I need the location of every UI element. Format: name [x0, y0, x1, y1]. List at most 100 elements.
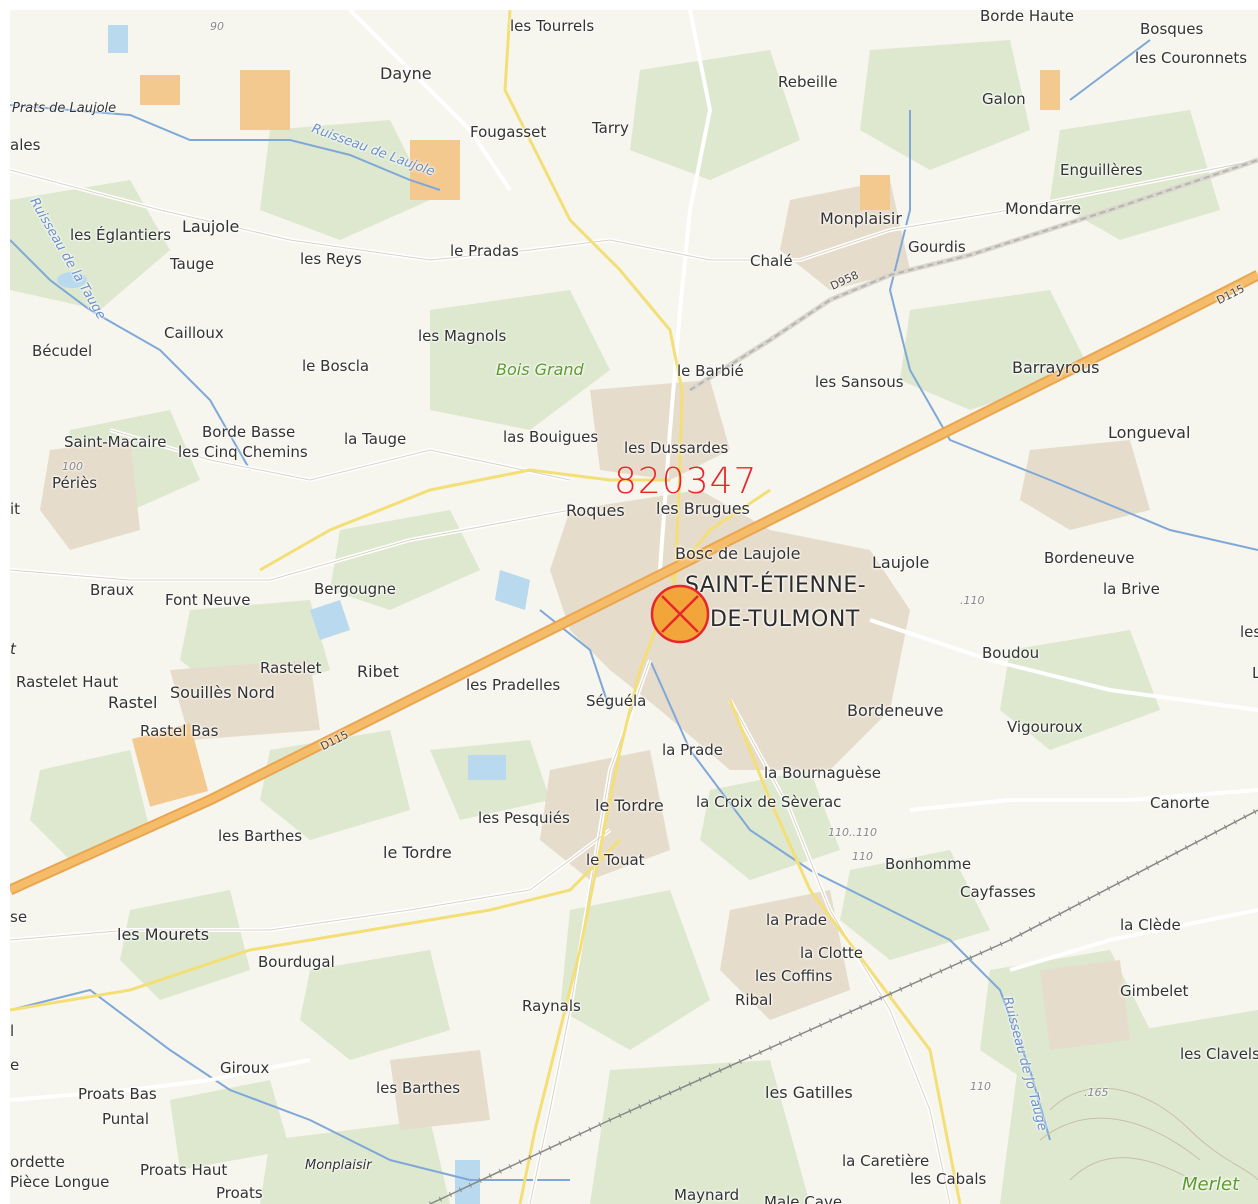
place-label: Monplaisir	[305, 1158, 372, 1173]
place-label: les Tourrels	[510, 17, 595, 35]
place-label: Laujole	[182, 217, 240, 236]
place-label: las Bouigues	[503, 428, 599, 446]
place-label: les Clavels	[1180, 1045, 1258, 1063]
place-label: Enguillères	[1060, 161, 1143, 179]
place-label: Braux	[90, 581, 135, 599]
place-label: Tauge	[170, 255, 215, 273]
altitude-label: 90	[210, 20, 224, 33]
d115-road	[10, 271, 1258, 894]
place-label: Galon	[982, 90, 1026, 108]
place-label: ordette	[10, 1153, 65, 1171]
place-label: la Croix de Sèverac	[696, 793, 842, 811]
place-label: Ribal	[735, 991, 773, 1009]
forest-label: Bois Grand	[496, 360, 584, 379]
place-label: les Barthes	[218, 827, 303, 845]
place-label: Ribet	[357, 662, 399, 681]
place-label: l	[10, 1022, 15, 1040]
place-label: la Prade	[766, 911, 828, 929]
place-label: Bosc de Laujole	[675, 544, 801, 563]
map-base-layer	[10, 10, 1258, 1204]
place-label: le Tordre	[383, 843, 452, 862]
place-label: Barrayrous	[1012, 358, 1100, 377]
place-label: la Clède	[1120, 916, 1181, 934]
place-label: Chalé	[750, 252, 793, 270]
marker-cross-line	[661, 595, 699, 633]
place-label: Bordeneuve	[1044, 549, 1135, 567]
place-label: Souillès Nord	[170, 683, 275, 702]
place-label: la Bournaguèse	[764, 764, 882, 782]
place-label: Male Cave	[764, 1193, 843, 1204]
town-name-line2: DE-TULMONT	[710, 607, 860, 632]
place-label: Bécudel	[32, 342, 93, 360]
altitude-label: 110	[970, 1080, 991, 1093]
place-label: les Gatilles	[765, 1083, 853, 1102]
forest-label: Merlet	[1182, 1174, 1240, 1195]
place-label: les Mourets	[117, 925, 210, 944]
place-label: Proats Bas	[78, 1085, 157, 1103]
place-label: les Dussardes	[624, 439, 729, 457]
place-label: les Brugues	[656, 499, 750, 518]
place-label: Monplaisir	[820, 209, 902, 228]
place-label: t	[10, 640, 16, 658]
altitude-label: .165	[1084, 1086, 1109, 1099]
place-label: Maynard	[674, 1186, 740, 1204]
place-label: les Églantiers	[70, 226, 172, 244]
place-label: ales	[10, 136, 41, 154]
place-label: e	[10, 1056, 20, 1074]
terrain-contours	[1039, 1087, 1258, 1191]
altitude-label: 100	[62, 460, 83, 473]
place-label: le Boscla	[302, 357, 370, 375]
place-label: la Prade	[662, 741, 724, 759]
place-label: Bordeneuve	[847, 701, 944, 720]
place-label: la Brive	[1103, 580, 1160, 598]
place-label: le Pradas	[450, 242, 519, 260]
place-label: Rastelet	[260, 659, 322, 677]
place-label: le Touat	[586, 851, 645, 869]
place-label: Gourdis	[908, 238, 966, 256]
altitude-label: 110	[852, 850, 873, 863]
place-label: Gimbelet	[1120, 982, 1189, 1000]
place-label: Bonhomme	[885, 855, 972, 873]
town-name-line1: SAINT-ÉTIENNE-	[685, 573, 867, 598]
place-label: le Tordre	[595, 796, 664, 815]
location-marker[interactable]	[648, 582, 712, 646]
vegetation-areas	[10, 40, 1258, 1204]
place-label: Roques	[566, 501, 625, 520]
place-label: Rastelet Haut	[16, 673, 119, 691]
place-label: Bourdugal	[258, 953, 335, 971]
place-label: Borde Haute	[980, 10, 1074, 25]
orange-zones	[131, 70, 1060, 807]
place-label: les Magnols	[418, 327, 507, 345]
place-label: les Pesquiés	[478, 809, 570, 827]
map-canvas[interactable]: les Tourrels Borde Haute Bosques les Cou…	[10, 10, 1258, 1204]
place-label: Dayne	[380, 64, 432, 83]
place-label: Vigouroux	[1007, 718, 1083, 736]
d958-road-dash	[689, 159, 1258, 391]
place-label: Rastel Bas	[140, 722, 219, 740]
place-label: Canorte	[1150, 794, 1210, 812]
place-label: Séguéla	[586, 692, 647, 710]
place-label: Cayfasses	[960, 883, 1036, 901]
place-label: les Barthes	[376, 1079, 461, 1097]
place-label: Raynals	[522, 997, 581, 1015]
place-label: les Sansous	[815, 373, 904, 391]
marker-id-label: 820347	[614, 461, 758, 502]
place-label: Mondarre	[1005, 199, 1082, 218]
place-label: se	[10, 908, 28, 926]
place-label: Boudou	[982, 644, 1040, 662]
place-label: Proats Haut	[140, 1161, 228, 1179]
place-label: Tarry	[592, 119, 629, 137]
place-label: les Reys	[300, 250, 362, 268]
place-label: Bergougne	[314, 580, 396, 598]
place-label: les Pradelles	[466, 676, 561, 694]
place-label: Longueval	[1108, 423, 1191, 442]
place-label: les R	[1240, 623, 1258, 641]
place-label: Puntal	[102, 1110, 150, 1128]
place-label: Prats de Laujole	[12, 101, 117, 116]
place-label: Laujole	[872, 553, 930, 572]
altitude-label: .110	[960, 594, 985, 607]
place-label: le Barbié	[677, 362, 744, 380]
place-label: Borde Basse	[202, 423, 296, 441]
place-label: Giroux	[220, 1059, 270, 1077]
place-label: Rastel	[108, 693, 158, 712]
